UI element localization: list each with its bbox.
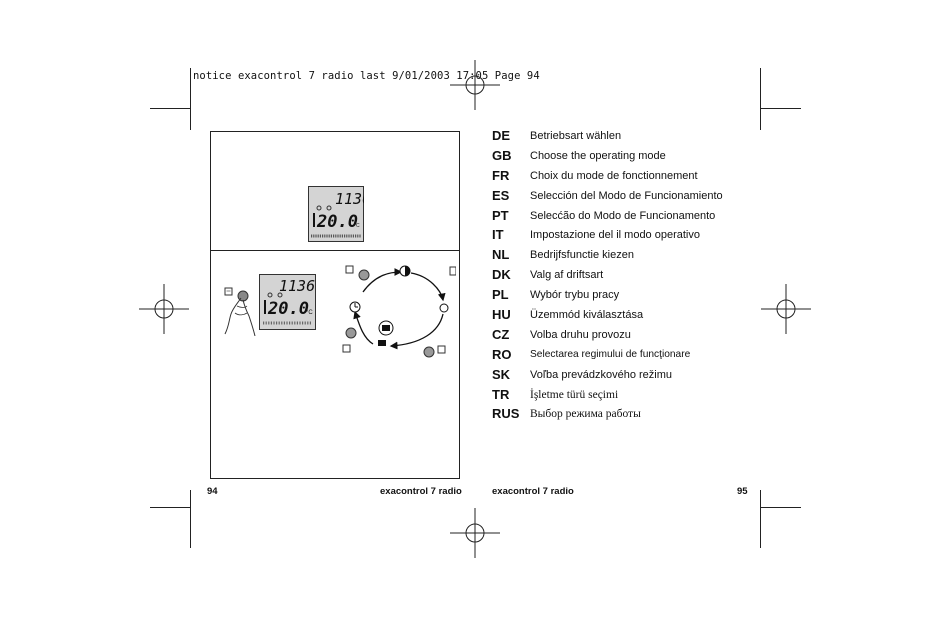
language-text: Bedrijfsfunctie kiezen xyxy=(530,249,634,262)
language-code: SK xyxy=(492,366,511,382)
mode-cycle-diagram xyxy=(342,265,456,358)
language-code: PT xyxy=(492,207,509,223)
display-temperature: 20.0 xyxy=(267,299,309,319)
display-time: 1136 xyxy=(335,190,364,208)
registration-target-icon xyxy=(450,60,500,110)
language-text: Выбор режима работы xyxy=(530,408,641,421)
language-code: DE xyxy=(492,128,511,143)
display-time: 1136 xyxy=(279,277,315,295)
crop-mark xyxy=(150,507,190,508)
language-code: FR xyxy=(492,167,510,183)
language-code: HU xyxy=(492,307,511,323)
language-text: Selección del Modo de Funcionamiento xyxy=(530,189,723,202)
language-text: Choix du mode de fonctionnement xyxy=(530,169,698,182)
crop-mark xyxy=(760,68,761,130)
hand-pressing-button-icon xyxy=(224,287,256,336)
language-text: Volba druhu provozu xyxy=(530,328,631,341)
crop-mark xyxy=(760,490,761,548)
language-code: GB xyxy=(492,147,512,163)
language-text: Voľba prevádzkového režimu xyxy=(530,368,673,381)
language-code: RO xyxy=(492,346,512,362)
language-code: DK xyxy=(492,267,511,283)
language-code: ES xyxy=(492,187,510,203)
print-header: notice exacontrol 7 radio last 9/01/2003… xyxy=(193,70,540,82)
crop-mark xyxy=(761,108,801,109)
thermostat-display-top: 1136 20.0 °C xyxy=(308,186,364,242)
registration-target-icon xyxy=(139,284,189,334)
crop-mark xyxy=(190,68,191,130)
language-text: Wybór trybu pracy xyxy=(530,289,620,302)
thermostat-display-bottom: 1136 20.0 °C xyxy=(259,274,316,330)
language-code: IT xyxy=(492,227,504,243)
right-page-number: 95 xyxy=(737,486,748,497)
language-text: Choose the operating mode xyxy=(530,149,666,162)
crop-mark xyxy=(150,108,190,109)
crop-mark xyxy=(761,507,801,508)
language-code: NL xyxy=(492,247,510,263)
language-text: Selecćão do Modo de Funcionamento xyxy=(530,209,716,222)
display-unit: °C xyxy=(306,310,313,316)
language-code: CZ xyxy=(492,326,510,342)
language-text: İşletme türü seçimi xyxy=(530,388,619,401)
registration-target-icon xyxy=(761,284,811,334)
illustration-panel: 1136 20.0 °C 1136 20.0 °C xyxy=(210,131,460,479)
left-product-name: exacontrol 7 radio xyxy=(380,486,462,497)
language-text: Selectarea regimului de funcţionare xyxy=(530,348,691,360)
crop-mark xyxy=(190,490,191,548)
registration-target-icon xyxy=(450,508,500,558)
language-code: TR xyxy=(492,386,510,402)
language-text: Valg af driftsart xyxy=(530,269,604,282)
panel-divider xyxy=(211,250,459,251)
display-unit: °C xyxy=(354,223,360,229)
language-code: PL xyxy=(492,287,509,303)
left-page-number: 94 xyxy=(207,486,218,497)
language-code: RUS xyxy=(492,406,520,422)
display-temperature: 20.0 xyxy=(316,212,358,232)
language-text: Betriebsart wählen xyxy=(530,130,622,142)
language-text: Üzemmód kiválasztása xyxy=(530,309,644,322)
language-text: Impostazione del il modo operativo xyxy=(530,229,700,242)
right-product-name: exacontrol 7 radio xyxy=(492,486,574,497)
